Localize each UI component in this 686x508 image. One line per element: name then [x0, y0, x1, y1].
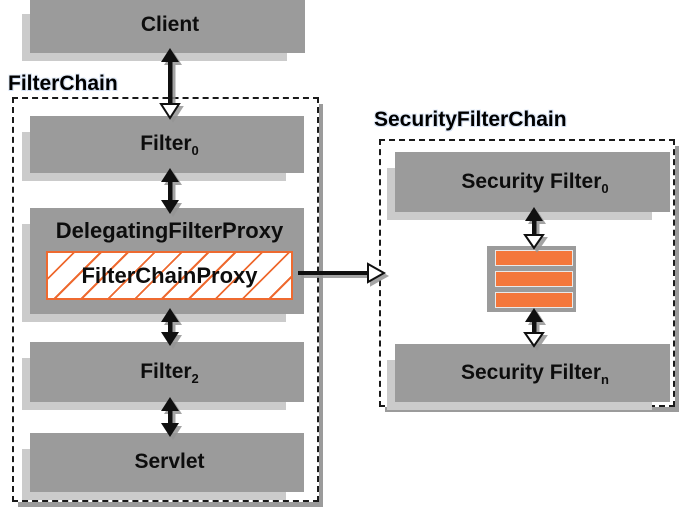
filter0-box: Filter0 — [22, 116, 304, 181]
filterchainproxy-securityfilterchain-connector — [298, 262, 387, 284]
servlet-box: Servlet — [22, 433, 304, 500]
filter-chain-label: FilterChain — [8, 72, 118, 95]
client-box: Client — [22, 0, 305, 61]
filter0-box-label: Filter0 — [140, 132, 199, 159]
security-filtern-box: Security Filtern — [387, 344, 670, 410]
securityfilter0-bars-arrow — [523, 207, 545, 250]
security-filtern-box-label: Security Filtern — [460, 360, 609, 387]
filter2-box: Filter2 — [22, 342, 304, 410]
filter-chain-proxy-label: FilterChainProxy — [81, 262, 258, 288]
security-filter0-box-label: Security Filter0 — [461, 169, 609, 196]
filter-chain-proxy-box: FilterChainProxy — [46, 251, 293, 300]
filter-chain-container — [12, 97, 319, 502]
ellipsis-bar — [495, 292, 573, 308]
security-filter-chain-label: SecurityFilterChain — [374, 108, 567, 131]
filterchainproxy-filter2-arrow — [161, 308, 179, 346]
security-filter0-box: Security Filter0 — [387, 152, 670, 220]
delegating-filter-proxy-label: DelegatingFilterProxy — [55, 218, 284, 243]
client-box-label: Client — [140, 13, 200, 36]
delegating-filter-proxy-box: DelegatingFilterProxy FilterChainProxy — [22, 208, 304, 322]
servlet-box-label: Servlet — [134, 450, 205, 473]
client-filter0-arrow — [159, 48, 181, 120]
bars-securityfiltern-arrow — [523, 308, 545, 348]
filter0-delegatingfilterproxy-arrow — [161, 168, 179, 214]
ellipsis-bar — [495, 250, 573, 266]
filter2-box-label: Filter2 — [140, 359, 199, 386]
ellipsis-bar — [495, 271, 573, 287]
filter2-servlet-arrow — [161, 397, 179, 437]
security-filters-ellipsis — [487, 246, 576, 312]
